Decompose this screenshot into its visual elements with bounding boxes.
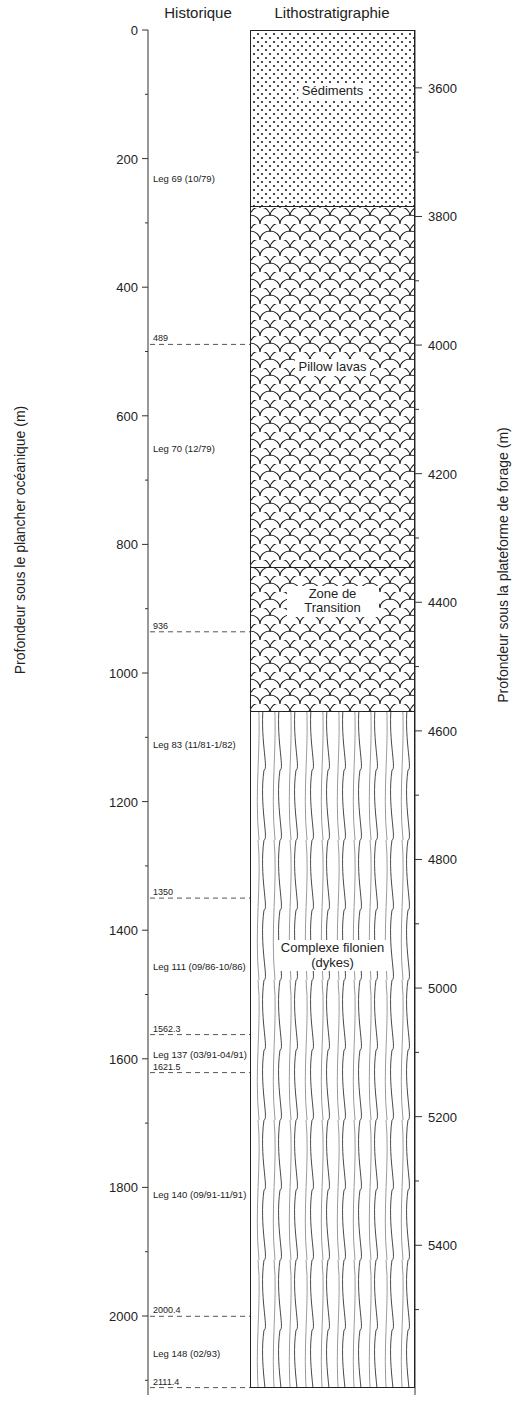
tick-mark <box>142 1316 148 1317</box>
tick-mark <box>142 1058 148 1059</box>
axis-title: Profondeur sous le plancher océanique (m… <box>12 406 28 675</box>
leg-label: Leg 137 (03/91-04/91) <box>153 1048 247 1059</box>
tick-mark <box>142 30 148 31</box>
tick-mark <box>142 544 148 545</box>
tick-mark <box>145 994 148 995</box>
depth-tick-label: 200 <box>116 151 138 166</box>
tick-mark <box>145 865 148 866</box>
leg-label: Leg 111 (09/86-10/86) <box>153 960 246 971</box>
tick-mark <box>145 737 148 738</box>
depth-tick-label: 1000 <box>109 666 138 681</box>
depth-tick-label: 1800 <box>109 1180 138 1195</box>
depth-tick-label: 4400 <box>428 595 457 610</box>
rock-layer-band: Sédiments <box>250 30 415 207</box>
layer-name: Complexe filonien (dykes) <box>277 940 389 972</box>
tick-mark <box>145 1380 148 1381</box>
tick-mark <box>142 158 148 159</box>
layer-name: Zone de Transition <box>287 586 379 618</box>
tick-mark <box>415 152 419 153</box>
depth-tick-label: 1600 <box>109 1051 138 1066</box>
tick-mark <box>415 795 419 796</box>
depth-tick-label: 5400 <box>428 1238 457 1253</box>
depth-tick-label: 4600 <box>428 723 457 738</box>
tick-mark <box>415 409 419 410</box>
rock-layer-band: Zone de Transition <box>250 568 415 712</box>
leg-label: Leg 83 (11/81-1/82) <box>153 738 236 749</box>
tick-mark <box>145 351 148 352</box>
tick-mark <box>415 602 422 603</box>
depth-tick-label: 5200 <box>428 1109 457 1124</box>
tick-mark <box>415 1245 422 1246</box>
depth-tick-label: 400 <box>116 280 138 295</box>
tick-mark <box>142 415 148 416</box>
tick-mark <box>415 1309 419 1310</box>
tick-mark <box>415 923 419 924</box>
layer-name: Sédiments <box>298 83 367 100</box>
tick-mark <box>142 801 148 802</box>
column-header: Lithostratigraphie <box>274 4 389 21</box>
depth-tick-label: 4000 <box>428 338 457 353</box>
depth-tick-label: 2000 <box>109 1309 138 1324</box>
tick-mark <box>145 222 148 223</box>
rock-layer-band: Pillow lavas <box>250 207 415 568</box>
tick-mark <box>415 216 422 217</box>
depth-tick-label: 1200 <box>109 794 138 809</box>
tick-mark <box>415 666 419 667</box>
tick-mark <box>142 1187 148 1188</box>
depth-tick-label: 0 <box>131 23 138 38</box>
depth-tick-label: 4800 <box>428 852 457 867</box>
tick-mark <box>145 608 148 609</box>
drilling-depth: 1562.3 <box>153 1024 181 1034</box>
leg-label: Leg 70 (12/79) <box>153 442 215 453</box>
drilling-depth: 2111.4 <box>153 1377 179 1387</box>
drilling-depth: 1350 <box>153 887 173 897</box>
tick-mark <box>145 1123 148 1124</box>
leg-label: Leg 140 (09/91-11/91) <box>153 1188 246 1199</box>
depth-tick-label: 4200 <box>428 466 457 481</box>
depth-tick-label: 3800 <box>428 209 457 224</box>
leg-label: Leg 69 (10/79) <box>153 172 215 183</box>
tick-mark <box>415 859 422 860</box>
tick-mark <box>415 1180 419 1181</box>
depth-tick-label: 1400 <box>109 923 138 938</box>
rock-layer-band: Complexe filonien (dykes) <box>250 712 415 1388</box>
layer-name: Pillow lavas <box>295 359 371 376</box>
tick-mark <box>142 673 148 674</box>
tick-mark <box>145 94 148 95</box>
tick-mark <box>415 345 422 346</box>
tick-mark <box>145 1251 148 1252</box>
drilling-depth: 489 <box>153 333 168 343</box>
tick-mark <box>415 473 422 474</box>
depth-tick-label: 800 <box>116 537 138 552</box>
tick-mark <box>415 730 422 731</box>
drilling-depth: 2000.4 <box>153 1305 181 1315</box>
tick-mark <box>415 280 419 281</box>
tick-mark <box>415 988 422 989</box>
depth-tick-label: 5000 <box>428 981 457 996</box>
column-header: Historique <box>164 4 232 21</box>
depth-tick-label: 3600 <box>428 80 457 95</box>
tick-mark <box>415 537 419 538</box>
drilling-depth: 936 <box>153 621 168 631</box>
leg-label: Leg 148 (02/93) <box>153 1348 220 1359</box>
depth-tick-label: 600 <box>116 408 138 423</box>
tick-mark <box>142 930 148 931</box>
drilling-depth: 1621.5 <box>153 1062 181 1072</box>
tick-mark <box>415 1116 422 1117</box>
tick-mark <box>415 87 422 88</box>
tick-mark <box>145 480 148 481</box>
tick-mark <box>142 287 148 288</box>
tick-mark <box>415 1052 419 1053</box>
axis-title: Profondeur sous la plateforme de forage … <box>495 427 511 702</box>
